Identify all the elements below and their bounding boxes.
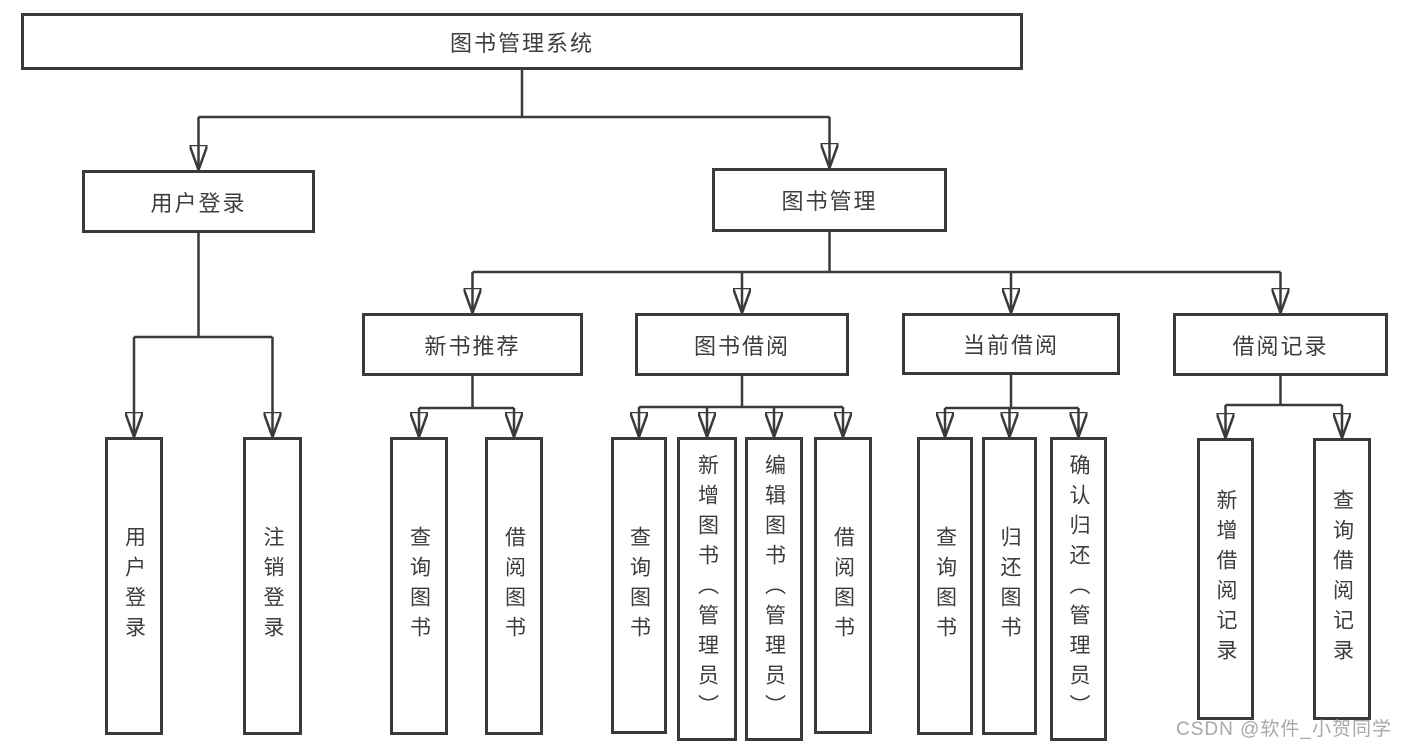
leaf-borrow-book-recommend: 借阅图书: [485, 437, 543, 735]
leaf-return-book: 归还图书: [982, 437, 1037, 735]
leaf-query-book-borrow: 查询图书: [611, 437, 667, 734]
leaf-query-borrow-record: 查询借阅记录: [1313, 438, 1371, 720]
node-label: 用户登录: [122, 526, 146, 646]
node-label: 新增图书（管理员）: [695, 454, 719, 724]
node-root-system: 图书管理系统: [21, 13, 1023, 70]
connector-userlogin-group: [134, 233, 273, 437]
connector-borrowrecord-group: [1226, 376, 1343, 438]
leaf-add-book-admin: 新增图书（管理员）: [677, 437, 737, 741]
node-borrow-record: 借阅记录: [1173, 313, 1388, 376]
node-label: 借阅图书: [502, 526, 526, 646]
csdn-watermark: CSDN @软件_小贺同学: [1176, 719, 1392, 740]
node-user-login: 用户登录: [82, 170, 315, 233]
node-label: 图书管理系统: [449, 30, 594, 56]
leaf-edit-book-admin: 编辑图书（管理员）: [745, 437, 803, 741]
node-label: 新增借阅记录: [1214, 489, 1237, 669]
leaf-confirm-return-admin: 确认归还（管理员）: [1050, 437, 1107, 741]
node-label: 查询图书: [627, 525, 651, 646]
connector-currentborrow-group: [945, 375, 1079, 437]
leaf-query-book-recommend: 查询图书: [390, 437, 448, 735]
leaf-add-borrow-record: 新增借阅记录: [1197, 438, 1254, 720]
leaf-borrow-book: 借阅图书: [814, 437, 872, 734]
node-current-borrow: 当前借阅: [902, 313, 1120, 375]
connector-bookmgmt-to-level3: [473, 232, 1281, 313]
node-label: 图书管理: [781, 189, 878, 214]
connector-root-to-level2: [199, 70, 830, 170]
node-label: 借阅图书: [831, 525, 855, 646]
node-label: 编辑图书（管理员）: [762, 454, 786, 724]
node-label: 查询借阅记录: [1330, 489, 1354, 669]
node-book-management: 图书管理: [712, 168, 947, 232]
node-book-borrow: 图书借阅: [635, 313, 849, 376]
node-label: 用户登录: [150, 190, 247, 216]
node-label: 查询图书: [407, 526, 431, 646]
connector-newbook-group: [419, 376, 514, 437]
node-label: 注销登录: [261, 526, 284, 646]
node-label: 归还图书: [998, 526, 1021, 646]
node-label: 图书借阅: [693, 333, 790, 359]
connector-bookborrow-group: [639, 376, 843, 437]
node-new-book-recommend: 新书推荐: [362, 313, 583, 376]
leaf-query-book-current: 查询图书: [917, 437, 973, 735]
node-label: 查询图书: [933, 526, 957, 646]
leaf-user-login: 用户登录: [105, 437, 163, 735]
node-label: 借阅记录: [1232, 333, 1329, 359]
node-label: 新书推荐: [424, 333, 521, 359]
node-label: 当前借阅: [962, 333, 1059, 358]
node-label: 确认归还（管理员）: [1067, 454, 1090, 724]
leaf-logout: 注销登录: [243, 437, 302, 735]
